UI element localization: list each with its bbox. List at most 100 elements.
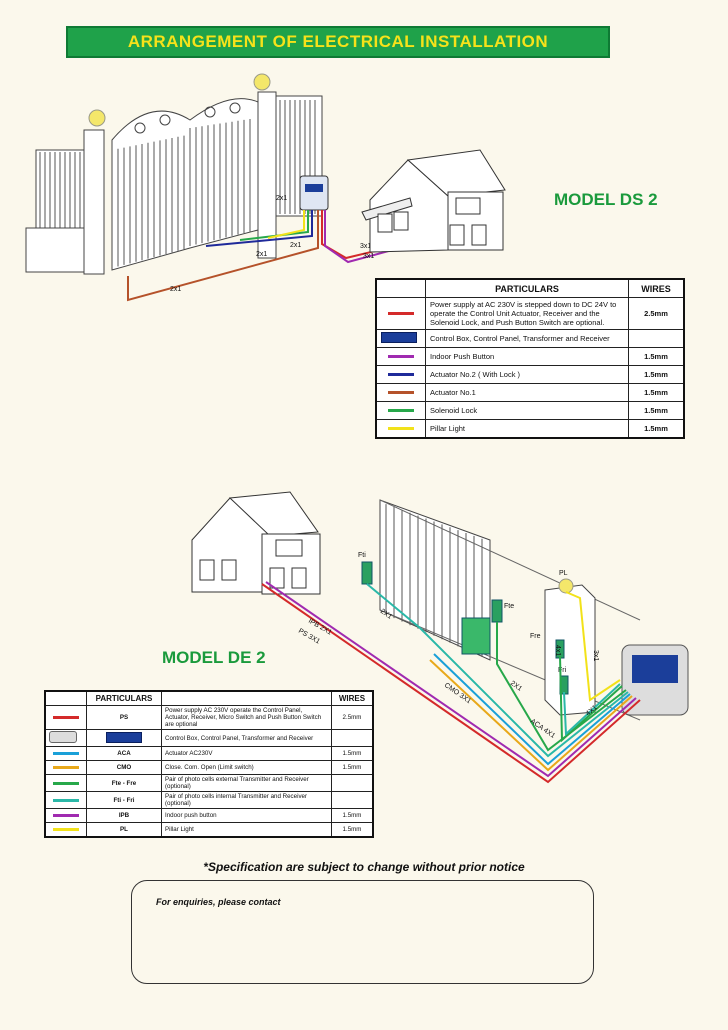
header-particulars: PARTICULARS [86, 690, 162, 706]
row-code: IPB [86, 808, 162, 823]
row-description: Actuator No.1 [425, 383, 629, 402]
fte-photocell [491, 599, 503, 623]
row-wires [331, 774, 374, 792]
right-pillar [257, 91, 277, 259]
wire-label-1: 2x1 [170, 286, 181, 293]
pillar-light-de2 [558, 578, 574, 594]
wire-label-5: 3x1 [363, 253, 374, 260]
wire-color-swatch [388, 409, 414, 412]
wire-color-swatch [53, 752, 79, 755]
wire-label-3x1: 3x1 [592, 650, 599, 661]
wire-color-swatch [53, 716, 79, 719]
wire-label-4: 3x1 [360, 243, 371, 250]
row-description: Solenoid Lock [425, 401, 629, 420]
enquiry-text: For enquiries, please contact [156, 897, 281, 907]
ps-wire-label: PS 3X1 [297, 628, 321, 646]
control-box-ds2 [299, 175, 329, 211]
wire-color-swatch [53, 781, 79, 785]
fre-label: Fre [530, 633, 541, 640]
row-swatch [375, 365, 426, 384]
left-pillar [83, 129, 105, 275]
row-wires: 2.5mm [331, 705, 374, 730]
control-box-swatch [381, 332, 417, 343]
row-swatch [375, 419, 426, 439]
row-description: Control Box, Control Panel, Transformer … [425, 329, 629, 348]
house-de2 [191, 491, 321, 595]
row-wires: 1.5mm [331, 760, 374, 775]
fti-label: Fti [358, 552, 366, 559]
left-pillar-light [88, 109, 106, 127]
row-wires: 1.5mm [331, 746, 374, 761]
row-description: Pillar Light [425, 419, 629, 439]
row-swatch [375, 383, 426, 402]
row-swatch [44, 705, 87, 730]
row-swatch [375, 297, 426, 330]
wire-color-swatch [388, 391, 414, 394]
row-description: Actuator No.2 ( With Lock ) [425, 365, 629, 384]
row-code: ACA [86, 746, 162, 761]
wire-label-2: 2x1 [256, 251, 267, 258]
row-wires: 1.5mm [628, 383, 685, 402]
table-row: Power supply at AC 230V is stepped down … [375, 297, 685, 330]
table-row: Control Box, Control Panel, Transformer … [375, 329, 685, 348]
wire-color-swatch [388, 427, 414, 430]
row-description: Indoor Push Button [425, 347, 629, 366]
table-row: Control Box, Control Panel, Transformer … [44, 729, 374, 747]
row-description: Power supply AC 230V operate the Control… [161, 705, 332, 730]
row-code: Fte - Fre [86, 774, 162, 792]
row-description: Control Box, Control Panel, Transformer … [161, 729, 332, 747]
row-code: Fti - Fri [86, 791, 162, 809]
row-swatch [44, 746, 87, 761]
gate-ds2 [111, 98, 259, 271]
de2-wires [261, 581, 641, 784]
fri-label: Fri [558, 667, 567, 674]
row-swatch [44, 808, 87, 823]
control-box-swatch [49, 731, 77, 743]
row-description: Actuator AC230V [161, 746, 332, 761]
wire-color-swatch [53, 798, 79, 802]
row-wires: 1.5mm [628, 419, 685, 439]
row-wires: 2.5mm [628, 297, 685, 330]
row-swatch [375, 329, 426, 348]
change-notice: *Specification are subject to change wit… [203, 860, 525, 874]
title-banner: ARRANGEMENT OF ELECTRICAL INSTALLATION [66, 26, 610, 58]
row-wires: 1.5mm [628, 401, 685, 420]
row-description: Close. Com. Open (Limit switch) [161, 760, 332, 775]
row-wires [628, 329, 685, 348]
header-wires: WIRES [628, 278, 685, 298]
aca-wire-label: ACA 4X1 [529, 718, 556, 740]
row-wires: 1.5mm [331, 822, 374, 838]
wire-color-swatch [388, 312, 414, 315]
row-swatch [44, 774, 87, 792]
table-header-row: PARTICULARS WIRES [375, 278, 685, 298]
wire-label-6: 2x1 [276, 195, 287, 202]
ds2-particulars-table: PARTICULARS WIRES Power supply at AC 230… [375, 278, 685, 439]
wire-label-4x1b: 4x1 [554, 645, 561, 656]
pillar-de2 [544, 584, 596, 716]
row-code: PS [86, 705, 162, 730]
header-desc [161, 690, 332, 706]
de2-scene: Fti Fte PL Fre Fri IPB 2X1 PS 3X1 2X1 2X [191, 491, 689, 784]
row-description: Indoor push button [161, 808, 332, 823]
ds2-scene: 2x1 2x1 2x1 3x1 3x1 2x1 [25, 73, 506, 302]
wire-label-3: 2x1 [290, 242, 301, 249]
fte-label: Fte [504, 603, 514, 610]
row-code: PL [86, 822, 162, 838]
model-ds2-title: MODEL DS 2 [554, 190, 658, 209]
table-header-row: PARTICULARS WIRES [44, 690, 374, 706]
house-ds2 [361, 149, 506, 253]
wire-color-swatch [53, 828, 79, 831]
row-wires: 1.5mm [331, 808, 374, 823]
row-swatch [375, 401, 426, 420]
row-description: Power supply at AC 230V is stepped down … [425, 297, 629, 330]
